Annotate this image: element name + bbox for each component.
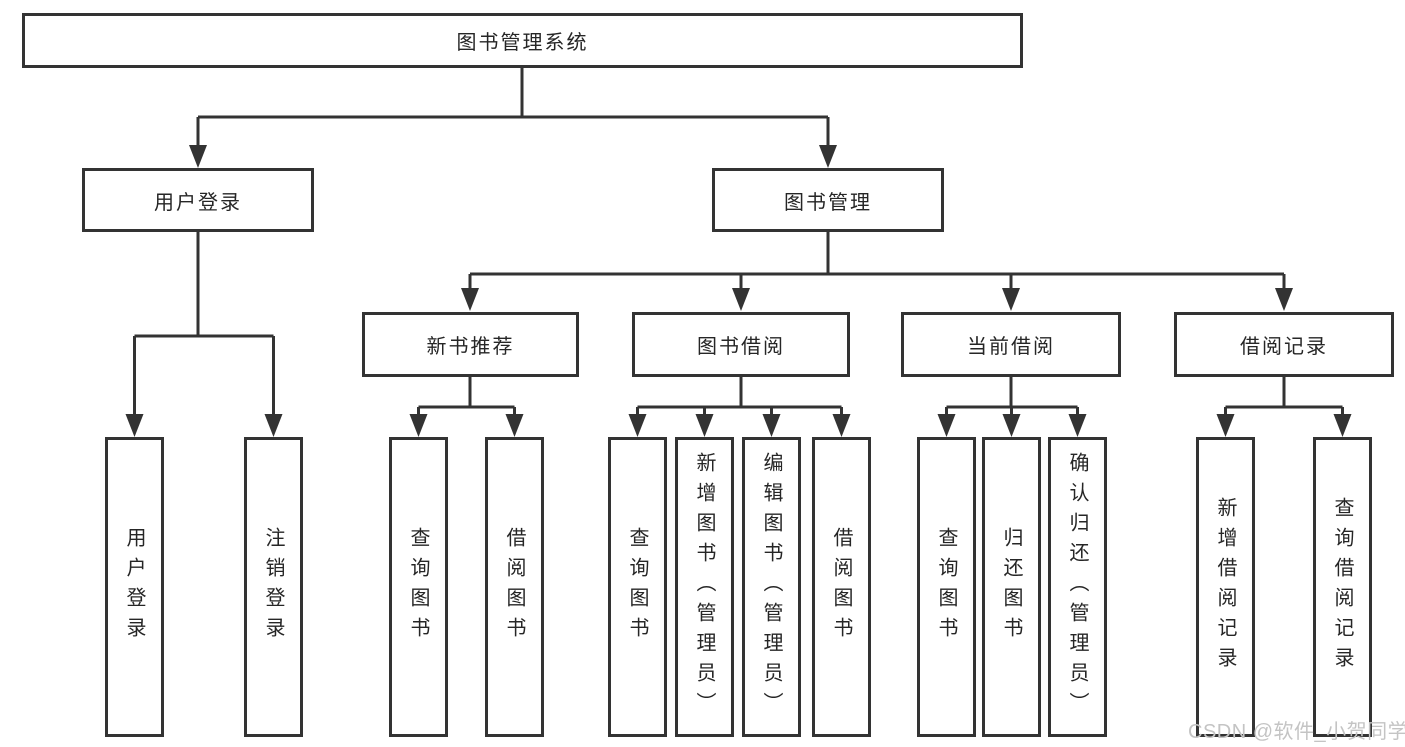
node-new-book-recommend: 新书推荐 <box>362 312 579 377</box>
node-user-login: 用户登录 <box>82 168 314 232</box>
watermark: CSDN @软件_小贺同学 <box>1188 721 1405 743</box>
leaf-query-books-recommend-label: 查询图书 <box>407 527 429 647</box>
leaf-add-books-admin-label: 新增图书（管理员） <box>693 452 715 722</box>
leaf-return-books-label: 归还图书 <box>1000 527 1022 647</box>
node-current-borrow-label: 当前借阅 <box>967 336 1055 358</box>
leaf-logout-label: 注销登录 <box>262 527 284 647</box>
leaf-confirm-return-admin-label: 确认归还（管理员） <box>1066 452 1088 722</box>
node-book-borrow: 图书借阅 <box>632 312 850 377</box>
leaf-query-borrow-record: 查询借阅记录 <box>1313 437 1372 737</box>
leaf-query-books-borrow-label: 查询图书 <box>626 527 648 647</box>
leaf-query-books-current: 查询图书 <box>917 437 976 737</box>
node-current-borrow: 当前借阅 <box>901 312 1121 377</box>
node-user-login-label: 用户登录 <box>154 191 242 214</box>
leaf-borrow-books: 借阅图书 <box>812 437 871 737</box>
leaf-add-borrow-record-label: 新增借阅记录 <box>1214 497 1236 677</box>
node-root-label: 图书管理系统 <box>456 32 589 54</box>
leaf-add-books-admin: 新增图书（管理员） <box>675 437 734 737</box>
leaf-borrow-books-recommend: 借阅图书 <box>485 437 544 737</box>
leaf-borrow-books-label: 借阅图书 <box>830 527 852 647</box>
node-borrow-records: 借阅记录 <box>1174 312 1394 377</box>
leaf-query-books-current-label: 查询图书 <box>935 527 957 647</box>
edge-lines <box>133 67 1344 420</box>
leaf-query-borrow-record-label: 查询借阅记录 <box>1331 497 1353 677</box>
leaf-confirm-return-admin: 确认归还（管理员） <box>1048 437 1107 737</box>
leaf-logout: 注销登录 <box>244 437 303 737</box>
node-book-management-label: 图书管理 <box>784 191 872 214</box>
arrowheads <box>125 145 1352 437</box>
leaf-return-books: 归还图书 <box>982 437 1041 737</box>
leaf-add-borrow-record: 新增借阅记录 <box>1196 437 1255 737</box>
node-book-borrow-label: 图书借阅 <box>697 336 785 358</box>
leaf-user-login-label: 用户登录 <box>123 527 145 647</box>
leaf-edit-books-admin-label: 编辑图书（管理员） <box>760 452 782 722</box>
leaf-borrow-books-recommend-label: 借阅图书 <box>503 527 525 647</box>
node-book-management: 图书管理 <box>712 168 944 232</box>
leaf-user-login: 用户登录 <box>105 437 164 737</box>
leaf-edit-books-admin: 编辑图书（管理员） <box>742 437 801 737</box>
node-new-book-recommend-label: 新书推荐 <box>426 336 515 358</box>
node-root: 图书管理系统 <box>22 13 1023 68</box>
leaf-query-books-recommend: 查询图书 <box>389 437 448 737</box>
node-borrow-records-label: 借阅记录 <box>1240 336 1328 358</box>
leaf-query-books-borrow: 查询图书 <box>608 437 667 737</box>
